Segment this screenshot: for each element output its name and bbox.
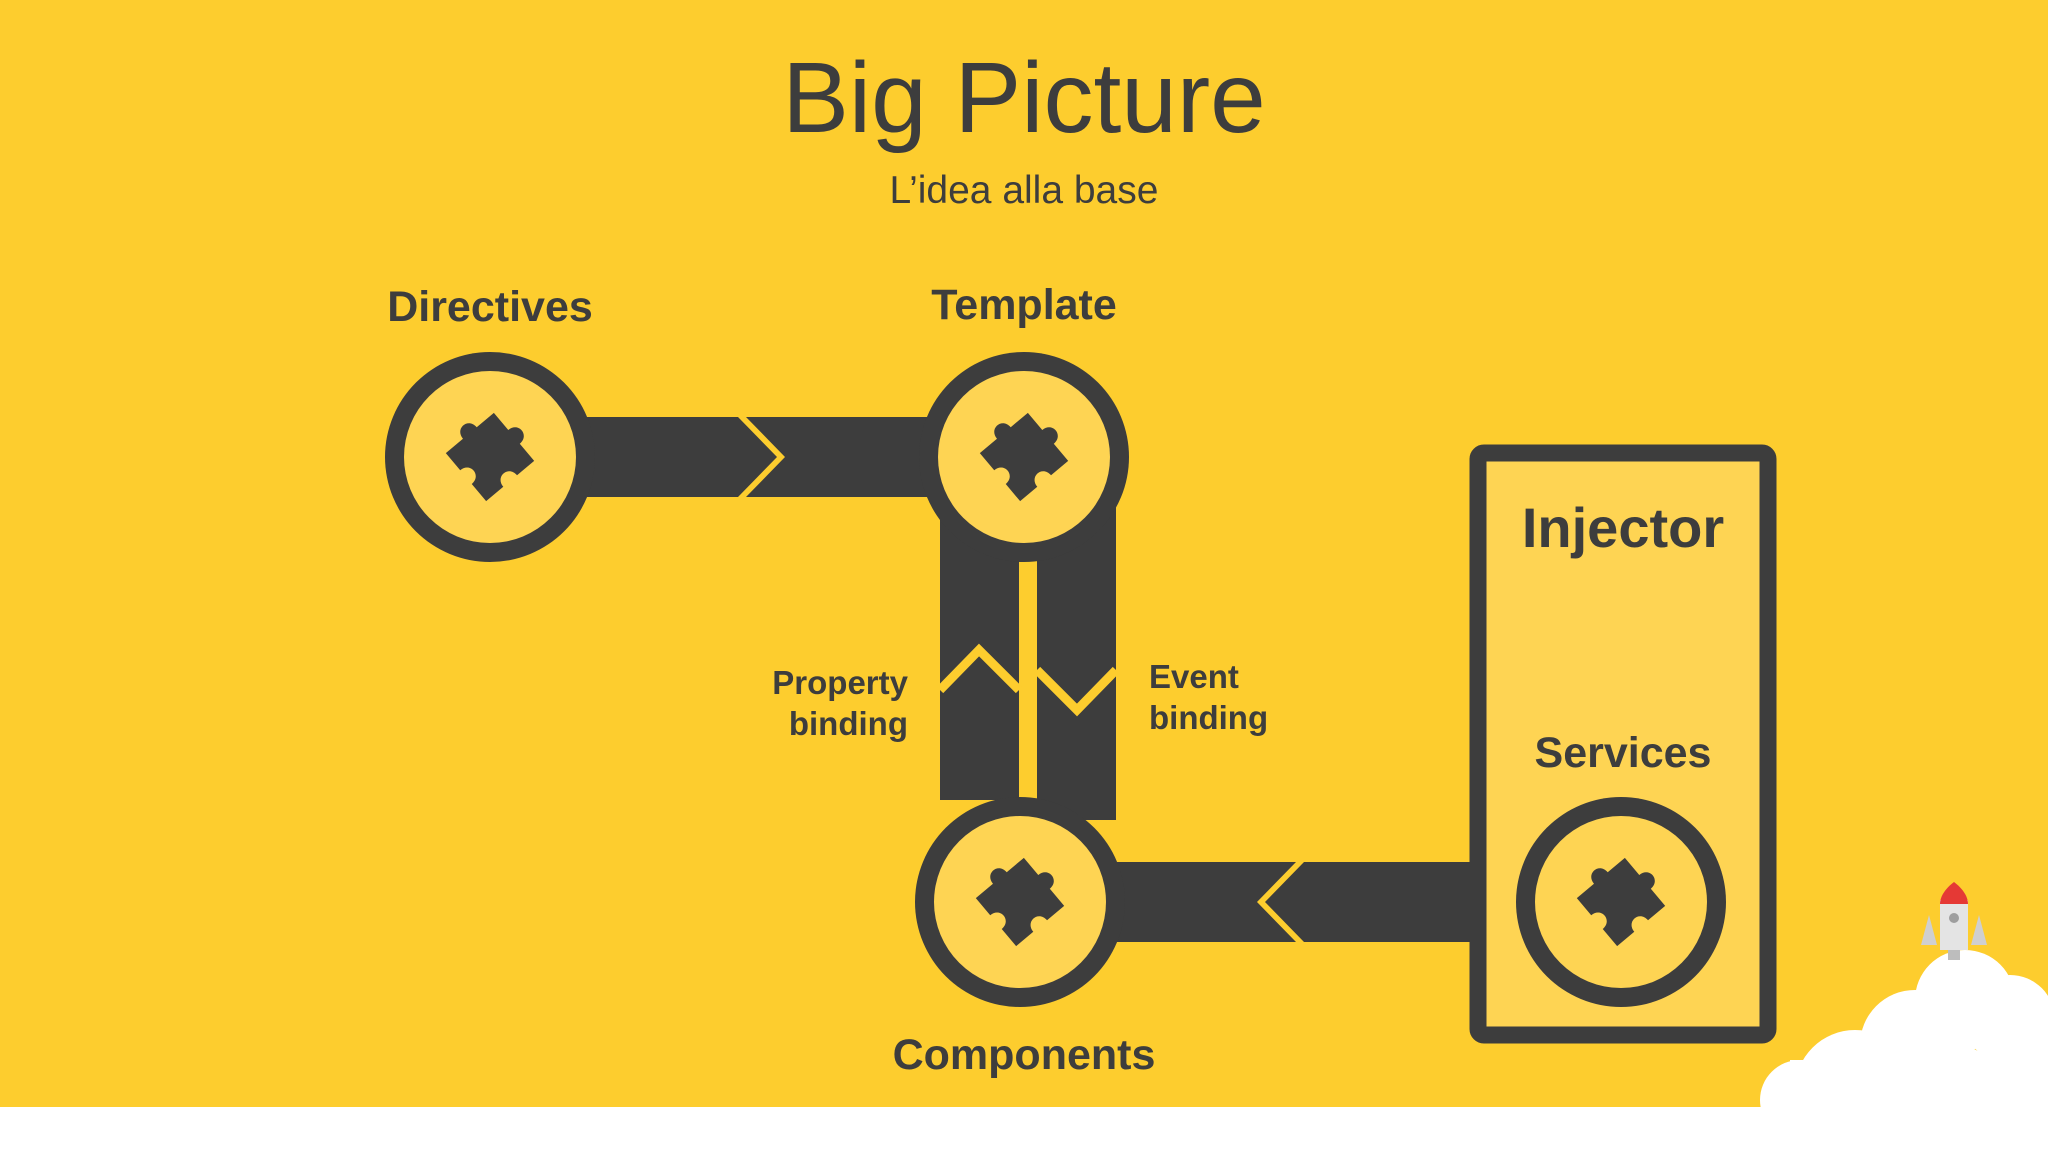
cloud-icon (1760, 950, 2048, 1107)
event-binding-chevron (1033, 666, 1120, 717)
connector-directives-template (560, 417, 945, 497)
template-node (919, 352, 1129, 562)
slide-subtitle: L’idea alla base (889, 169, 1159, 212)
services-node (1516, 797, 1726, 1007)
architecture-diagram (385, 352, 2048, 1107)
property-binding-label: Property binding (600, 662, 908, 744)
event-binding-line-2: binding (1149, 699, 1269, 736)
property-binding-line-2: binding (788, 705, 908, 742)
components-label: Components (892, 1031, 1156, 1079)
slide-title: Big Picture (782, 42, 1266, 154)
event-binding-label: Event binding (1149, 656, 1268, 738)
components-node (915, 797, 1125, 1007)
injector-label: Injector (1521, 496, 1725, 559)
directives-label: Directives (387, 283, 593, 331)
event-binding-line-1: Event (1149, 658, 1239, 695)
directives-node (385, 352, 595, 562)
event-binding-connector (1037, 500, 1116, 820)
rocket-icon (1921, 882, 1987, 960)
property-binding-line-1: Property (772, 664, 908, 701)
slide: Big Picture L’idea alla base Directives … (0, 0, 2048, 1107)
template-label: Template (931, 281, 1117, 329)
connector-injector-components (1060, 862, 1475, 942)
services-label: Services (1534, 729, 1712, 777)
property-binding-chevron (936, 643, 1023, 694)
